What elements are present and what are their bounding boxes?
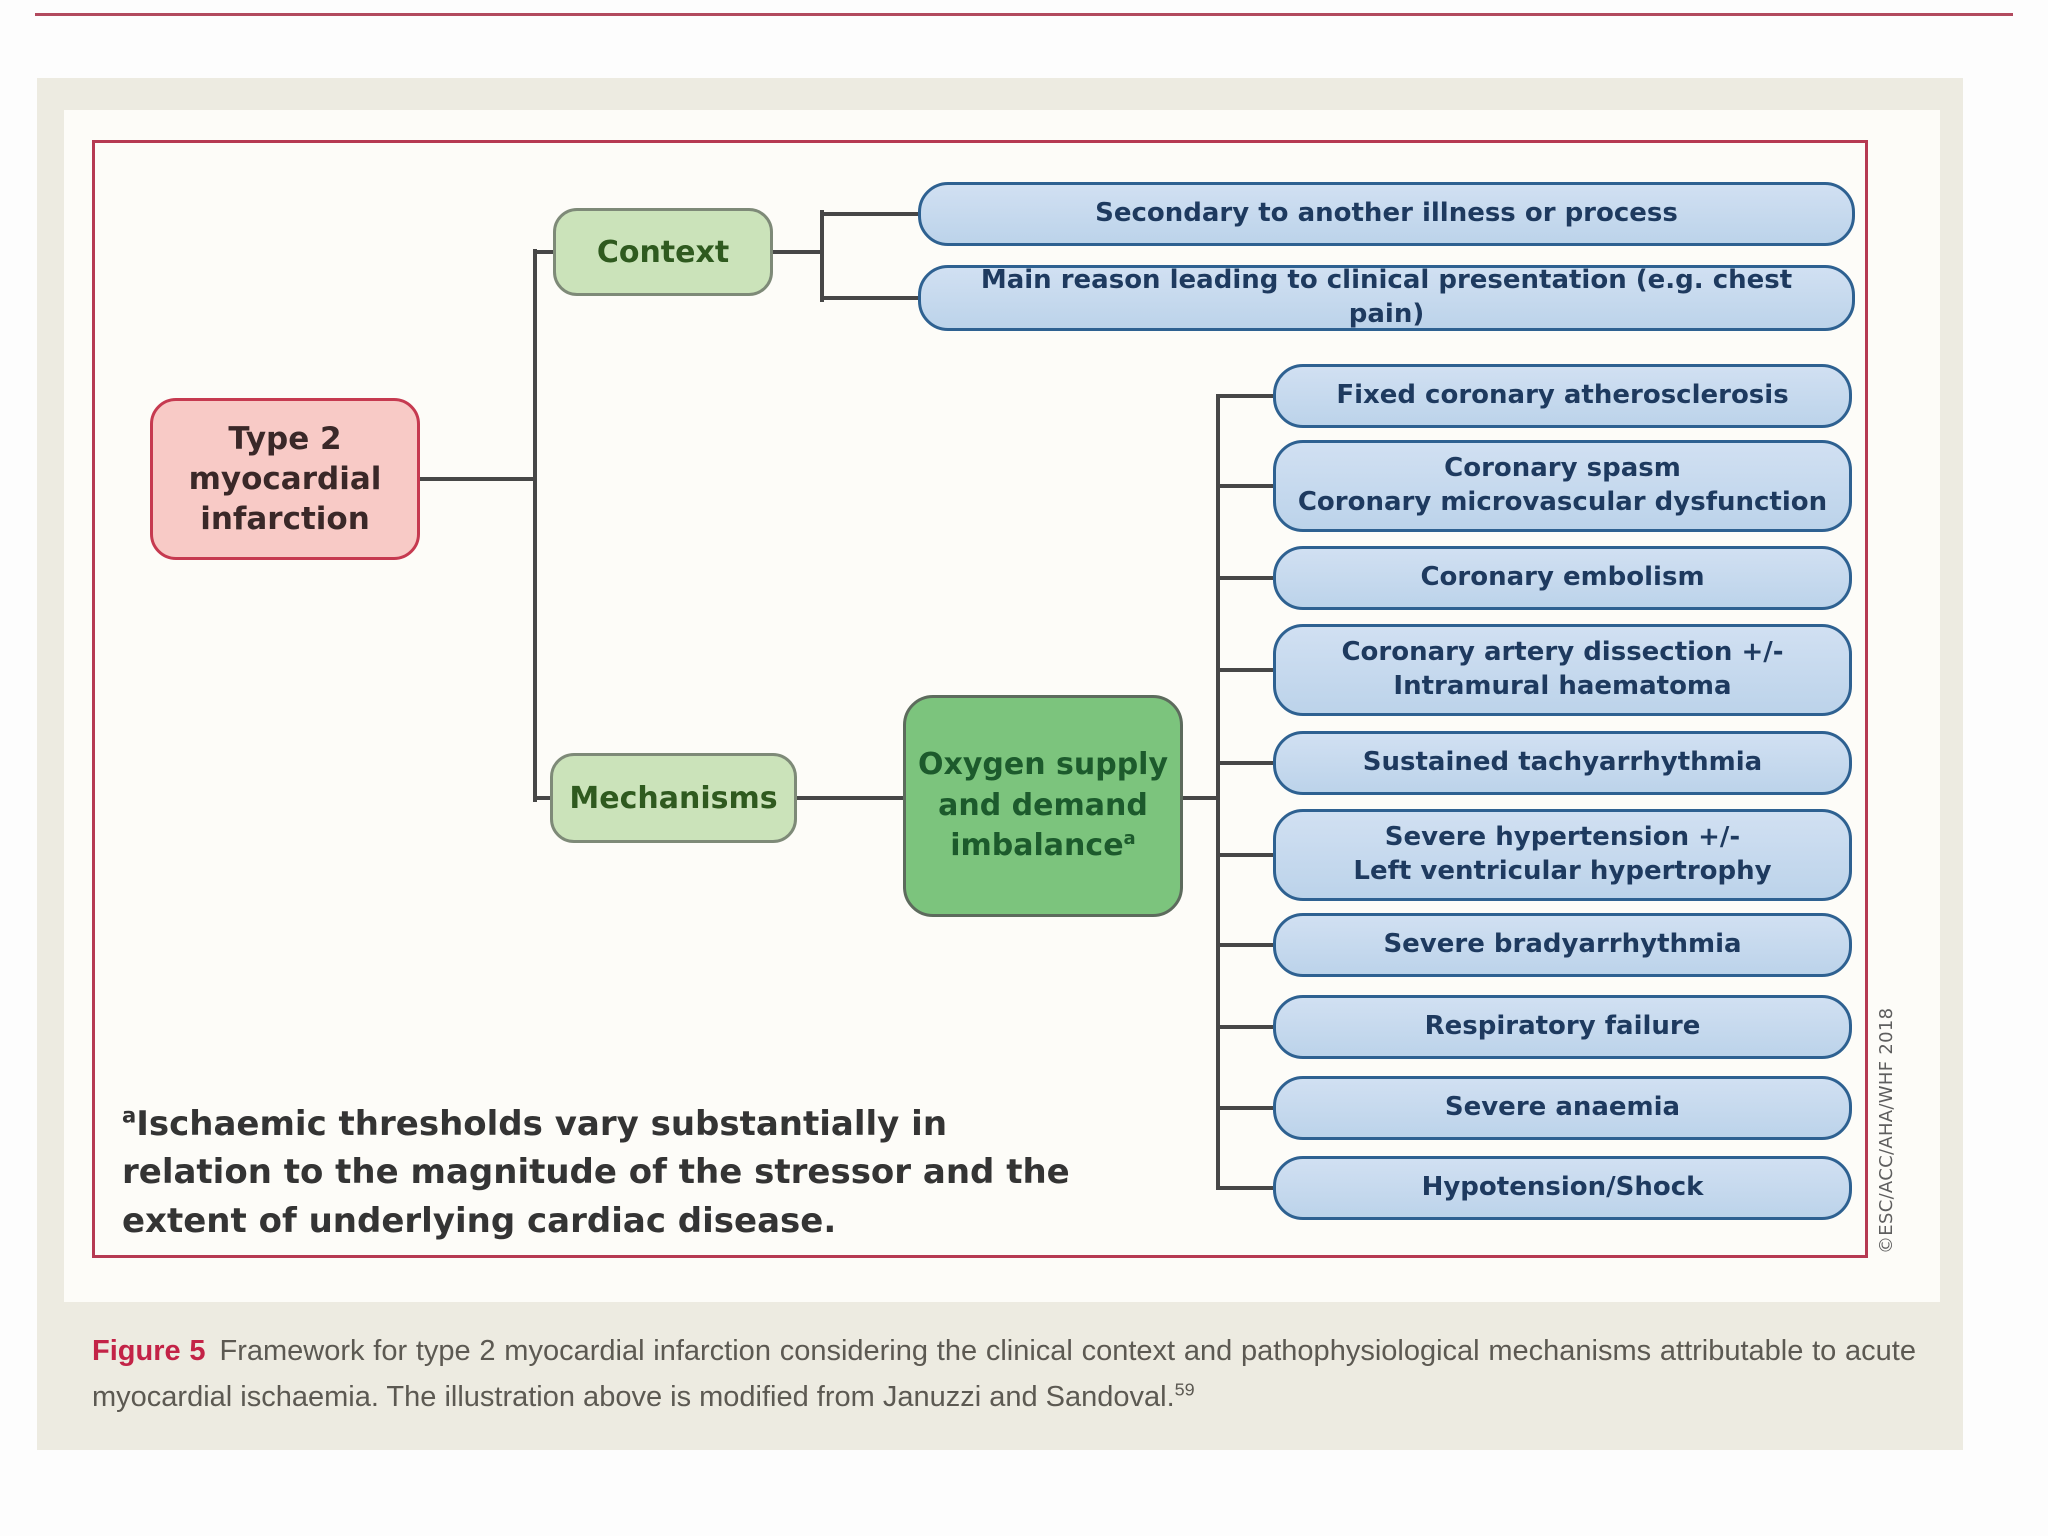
type2-mi-node: Type 2 myocardial infarction [150,398,420,560]
connector-cause-tick [1216,484,1275,488]
connector-main-spine [533,249,537,802]
connector-context-bracket [820,210,824,302]
connector-context-in [533,250,557,254]
connector-mechanisms-out [795,796,905,800]
connector-cause-tick [1216,943,1275,947]
connector-oxygen-out [1181,796,1220,800]
cause-coronary-spasm-microvascular: Coronary spasm Coronary microvascular dy… [1273,440,1852,532]
context-item-main-reason: Main reason leading to clinical presenta… [918,265,1855,331]
cause-sustained-tachyarrhythmia: Sustained tachyarrhythmia [1273,731,1852,795]
cause-respiratory-failure: Respiratory failure [1273,995,1852,1059]
cause-severe-anaemia: Severe anaemia [1273,1076,1852,1140]
connector-cause-tick [1216,1025,1275,1029]
connector-cause-tick [1216,853,1275,857]
connector-mechanisms-in [533,796,554,800]
connector-context-item-2 [820,296,918,300]
oxygen-imbalance-node: Oxygen supply and demand imbalancea [903,695,1183,917]
figure-footnote: aIschaemic thresholds vary substantially… [122,1100,1142,1245]
connector-root [420,477,537,481]
cause-severe-bradyarrhythmia: Severe bradyarrhythmia [1273,913,1852,977]
connector-cause-tick [1216,761,1275,765]
context-node: Context [553,208,773,296]
cause-hypotension-shock: Hypotension/Shock [1273,1156,1852,1220]
connector-cause-tick [1216,668,1275,672]
page-top-divider [35,13,2013,16]
connector-cause-tick [1216,576,1275,580]
copyright-watermark: ©ESC/ACC/AHA/WHF 2018 [1876,1007,1897,1254]
oxygen-imbalance-label: Oxygen supply and demand imbalancea [917,747,1169,864]
mechanisms-node: Mechanisms [550,753,797,843]
figure-frame [92,140,1868,1258]
cause-coronary-artery-dissection: Coronary artery dissection +/- Intramura… [1273,624,1852,716]
figure-caption-reference: 59 [1174,1379,1195,1400]
oxygen-footnote-marker: a [1123,828,1136,850]
connector-context-item-1 [820,212,918,216]
cause-fixed-coronary-atherosclerosis: Fixed coronary atherosclerosis [1273,364,1852,428]
connector-cause-tick [1216,1186,1275,1190]
connector-cause-tick [1216,394,1275,398]
figure-caption-text: Framework for type 2 myocardial infarcti… [92,1335,1916,1414]
figure-caption-label: Figure 5 [92,1335,206,1367]
connector-causes-spine [1216,394,1220,1190]
footnote-marker: a [122,1102,137,1128]
connector-cause-tick [1216,1106,1275,1110]
cause-severe-hypertension-lvh: Severe hypertension +/- Left ventricular… [1273,809,1852,901]
cause-coronary-embolism: Coronary embolism [1273,546,1852,610]
footnote-text: Ischaemic thresholds vary substantially … [122,1104,1070,1241]
connector-context-out [771,250,824,254]
context-item-secondary: Secondary to another illness or process [918,182,1855,246]
